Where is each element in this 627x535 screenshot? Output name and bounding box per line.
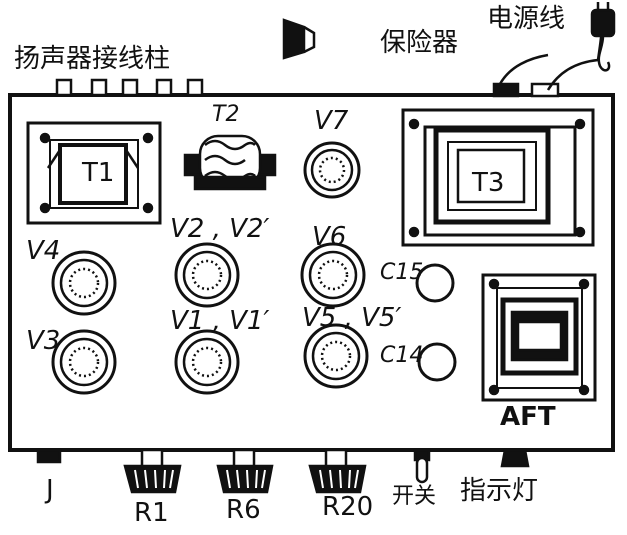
potentiometer-r20 bbox=[308, 448, 367, 494]
fuse-label: 保险器 bbox=[380, 28, 459, 58]
c15-label: C15 bbox=[380, 260, 424, 285]
transformer-t3 bbox=[401, 108, 595, 247]
speaker-terminal bbox=[55, 78, 73, 97]
j-label: J bbox=[46, 475, 54, 505]
tube-socket-v6 bbox=[300, 242, 366, 308]
potentiometer-r1 bbox=[123, 448, 182, 494]
fuse-holder bbox=[492, 82, 520, 98]
v7-label: V7 bbox=[314, 106, 349, 136]
indicator-light-label: 指示灯 bbox=[460, 476, 539, 506]
speaker-terminal bbox=[186, 78, 204, 97]
speaker-terminal bbox=[90, 78, 108, 97]
indicator-light-lamp bbox=[500, 448, 530, 468]
v4-label: V4 bbox=[26, 236, 61, 266]
chassis-outline bbox=[8, 93, 615, 452]
aft-label: AFT bbox=[500, 402, 556, 432]
tube-socket-v4 bbox=[51, 250, 117, 316]
power-cord-label: 电源线 bbox=[487, 4, 566, 34]
v2-label: V2 , V2′ bbox=[170, 214, 270, 244]
tube-socket-v3 bbox=[51, 329, 117, 395]
v5-label: V5 , V5′ bbox=[302, 303, 402, 333]
fuse-leader bbox=[498, 53, 549, 85]
tube-socket-v2 bbox=[174, 242, 240, 308]
c14-label: C14 bbox=[380, 343, 424, 368]
toggle-switch bbox=[413, 448, 431, 484]
transformer-t1 bbox=[26, 121, 162, 225]
r6-label: R6 bbox=[226, 495, 261, 525]
t2-label: T2 bbox=[212, 102, 240, 127]
power-cord-grommet bbox=[530, 82, 560, 98]
tube-socket-v1 bbox=[174, 329, 240, 395]
v3-label: V3 bbox=[26, 326, 61, 356]
speaker-terminals-label: 扬声器接线柱 bbox=[14, 44, 171, 74]
r20-label: R20 bbox=[322, 492, 374, 522]
jack-j bbox=[36, 448, 62, 464]
speaker-terminal bbox=[121, 78, 139, 97]
speaker-terminal-strip bbox=[55, 78, 204, 97]
switch-label: 开关 bbox=[392, 484, 437, 509]
v6-label: V6 bbox=[312, 222, 347, 252]
tube-socket-v5 bbox=[303, 323, 369, 389]
transformer-t2 bbox=[183, 134, 277, 191]
t3-label: T3 bbox=[472, 168, 505, 198]
speaker-terminal bbox=[155, 78, 173, 97]
tube-socket-v7 bbox=[303, 141, 361, 199]
capacitor-c15 bbox=[415, 263, 455, 303]
aft-unit bbox=[481, 273, 597, 402]
speaker-icon bbox=[282, 18, 316, 60]
plug-icon bbox=[590, 2, 616, 72]
potentiometer-r6 bbox=[216, 448, 274, 494]
capacitor-c14 bbox=[417, 342, 457, 382]
v1-label: V1 , V1′ bbox=[170, 306, 270, 336]
r1-label: R1 bbox=[134, 498, 169, 528]
t1-label: T1 bbox=[82, 158, 115, 188]
